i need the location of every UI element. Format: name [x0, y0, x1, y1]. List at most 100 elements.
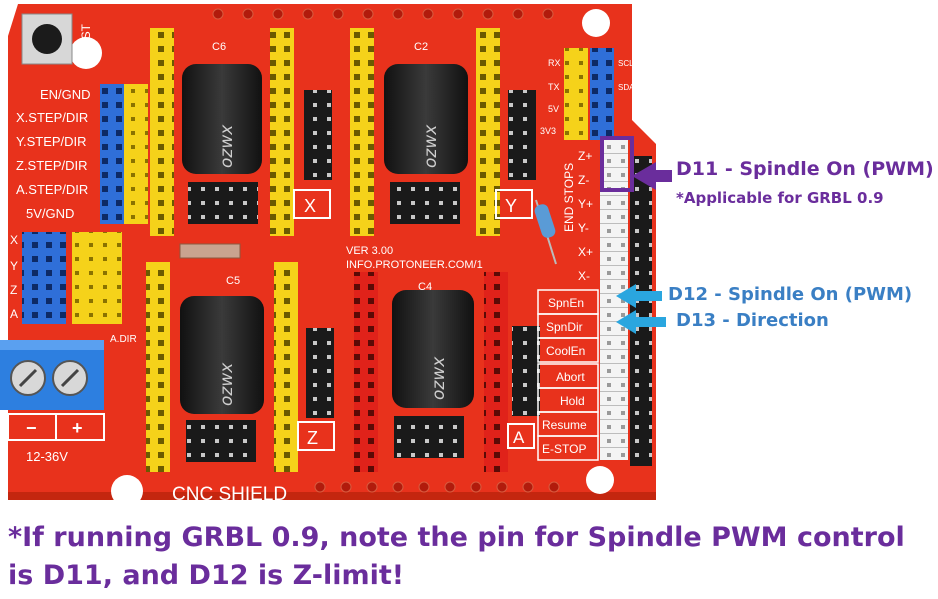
- cap-label: C5: [226, 275, 240, 287]
- step-dir-header-blue: [100, 84, 124, 224]
- endstop-label: X+: [578, 245, 593, 259]
- board-title: CNC SHIELD: [172, 484, 287, 505]
- mount-hole: [111, 475, 143, 507]
- uart-label: 3V3: [540, 126, 556, 136]
- uart-right-label: SCL: [618, 59, 634, 68]
- motor-header: [508, 90, 536, 180]
- control-labels: [537, 289, 599, 461]
- axis-label-z: Z: [307, 428, 318, 448]
- d13-arrow: [616, 310, 666, 334]
- capacitor-brand: ozwx: [217, 124, 237, 168]
- endstop-label: Z+: [578, 149, 592, 163]
- axis-label-x: X: [304, 196, 316, 216]
- left-label: Z.STEP/DIR: [16, 158, 88, 173]
- jumper-header-yellow: [72, 232, 122, 324]
- a-dir-label: A.DIR: [110, 334, 137, 345]
- url-label: INFO.PROTONEER.COM/1: [346, 259, 483, 271]
- voltage-label: 12-36V: [26, 449, 68, 464]
- small-component: [179, 243, 241, 259]
- control-label: SpnDir: [546, 320, 583, 334]
- reset-button: [21, 13, 73, 65]
- uart-label: TX: [548, 82, 560, 92]
- left-label: A.STEP/DIR: [16, 182, 88, 197]
- via-row-bottom: [314, 481, 560, 493]
- uart-right-label: SDA: [618, 83, 635, 92]
- driver-a-header-left: [354, 272, 378, 472]
- control-label: SpnEn: [548, 296, 584, 310]
- mount-hole: [70, 37, 102, 69]
- endstop-label: Y+: [578, 197, 593, 211]
- d11-callout: D11 - Spindle On (PWM): [676, 158, 934, 180]
- motor-header: [306, 328, 334, 418]
- capacitor-brand: ozwx: [217, 362, 237, 406]
- capacitor: [392, 290, 474, 408]
- left-label: 5V/GND: [26, 206, 74, 221]
- jumper-label: Y: [10, 259, 18, 273]
- uart-label: RX: [548, 58, 561, 68]
- endstop-label: Y-: [578, 221, 589, 235]
- endstop-label: Z-: [578, 173, 589, 187]
- motor-header: [512, 326, 540, 416]
- microstep-header: [390, 182, 460, 224]
- grbl-note: *Applicable for GRBL 0.9: [676, 189, 884, 207]
- axis-label-y: Y: [505, 196, 517, 216]
- d11-arrow: [632, 162, 672, 190]
- driver-a-header-right: [484, 272, 508, 472]
- bottom-note: *If running GRBL 0.9, note the pin for S…: [8, 522, 905, 591]
- capacitor-brand: ozwx: [429, 356, 449, 400]
- control-label: Resume: [542, 418, 587, 432]
- driver-x-header-left: [150, 28, 174, 236]
- axis-box: [495, 189, 533, 219]
- microstep-header: [186, 420, 256, 462]
- version-label: VER 3.00: [346, 245, 393, 257]
- driver-x-header-right: [270, 28, 294, 236]
- cap-label: C2: [414, 41, 428, 53]
- step-dir-header-yellow: [124, 84, 148, 224]
- cap-label: C6: [212, 41, 226, 53]
- rst-label: RST: [79, 23, 93, 48]
- jumper-header-blue: [22, 232, 66, 324]
- uart-label: 5V: [548, 104, 559, 114]
- capacitor-brand: ozwx: [421, 124, 441, 168]
- mount-hole: [586, 466, 614, 494]
- power-terminal: [0, 340, 104, 410]
- control-label: Abort: [556, 370, 585, 384]
- arduino-header-black: [630, 156, 652, 466]
- axis-box: [297, 421, 335, 451]
- control-label: E-STOP: [542, 442, 586, 456]
- left-label: Y.STEP/DIR: [16, 134, 87, 149]
- microstep-header: [188, 182, 258, 224]
- axis-box: [293, 189, 331, 219]
- capacitor: [180, 296, 264, 414]
- jumper-label: X: [10, 233, 18, 247]
- uart-header-blue: [590, 48, 614, 140]
- left-label: X.STEP/DIR: [16, 110, 88, 125]
- left-label: EN/GND: [40, 87, 91, 102]
- d11-highlight-box: [600, 136, 634, 192]
- capacitor: [384, 64, 468, 174]
- motor-header: [304, 90, 332, 180]
- axis-label-a: A: [513, 428, 525, 447]
- control-label: CoolEn: [546, 344, 585, 358]
- board-edge-shadow: [8, 492, 656, 500]
- endstops-label: END STOPS: [562, 163, 576, 232]
- power-minus: −: [26, 418, 37, 438]
- jumper-label: Z: [10, 283, 17, 297]
- driver-z-header-left: [146, 262, 170, 472]
- uart-header-yellow: [564, 48, 588, 140]
- d13-callout: D13 - Direction: [676, 310, 829, 331]
- driver-z-header-right: [274, 262, 298, 472]
- jumper-label: A: [10, 307, 18, 321]
- axis-box: [507, 423, 535, 449]
- driver-y-header-left: [350, 28, 374, 236]
- via-row-top: [212, 8, 554, 20]
- endstop-label: X-: [578, 269, 590, 283]
- microstep-header: [394, 416, 464, 458]
- d12-arrow: [616, 284, 662, 308]
- d12-callout: D12 - Spindle On (PWM): [668, 284, 913, 305]
- power-plus: +: [72, 418, 83, 438]
- capacitor: [182, 64, 262, 174]
- mount-hole: [582, 9, 610, 37]
- control-label: Hold: [560, 394, 585, 408]
